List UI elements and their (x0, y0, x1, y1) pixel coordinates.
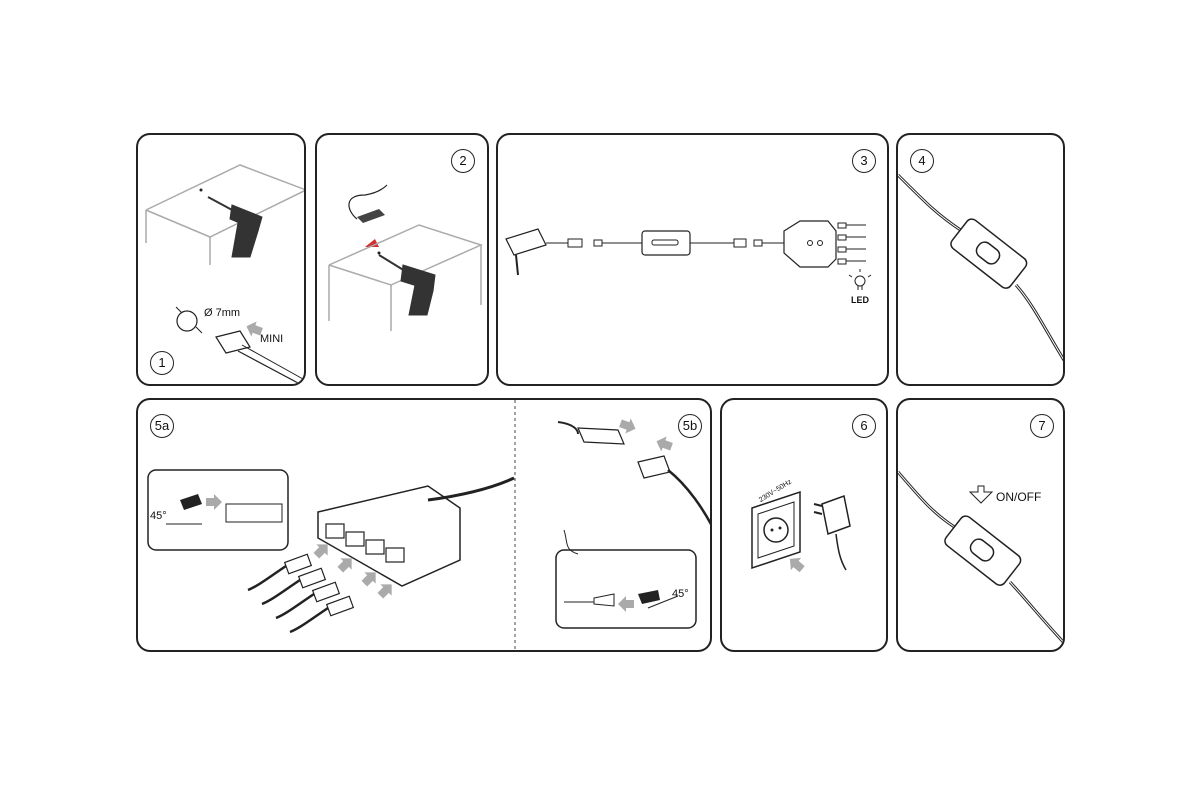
step-number: 5a (150, 414, 174, 438)
distributor-box-icon (317, 485, 461, 587)
mini-connector-icon (215, 330, 304, 384)
inline-switch-illustration (898, 471, 1063, 644)
step-2-panel: 2 (315, 133, 489, 386)
step-number: 3 (852, 149, 876, 173)
led-label: LED (851, 295, 869, 305)
step-number: 5b (678, 414, 702, 438)
cabinet-drilling-illustration (145, 164, 304, 384)
power-adapter-icon (821, 494, 851, 536)
inline-switch-illustration (898, 173, 1063, 362)
wiring-diagram-illustration (505, 220, 872, 290)
step-7-panel: ON/OFF 7 (896, 398, 1065, 652)
angle-label: 45° (672, 588, 689, 600)
power-adapter-icon (505, 228, 568, 276)
hole-diameter-icon (176, 310, 198, 332)
step-4-panel: 4 (896, 133, 1065, 386)
step-number: 6 (852, 414, 876, 438)
plug-connectors-icon (283, 553, 355, 617)
connector-type-label: MINI (260, 333, 284, 345)
diameter-label: Ø 7mm (204, 307, 241, 319)
wall-socket-illustration (751, 490, 851, 573)
angle-label: 45° (150, 510, 167, 522)
step-number: 1 (150, 351, 174, 375)
arrow-icon (246, 321, 263, 337)
step-3-panel: LED 3 (496, 133, 889, 386)
led-bulb-icon (848, 269, 872, 290)
drill-icon (378, 254, 436, 316)
step-5-panel: 45° 45° 5a 5b (136, 398, 712, 652)
connector-plugging-illustration (147, 400, 710, 650)
cable-icon (348, 184, 388, 220)
on-off-label: ON/OFF (996, 490, 1042, 504)
step-number: 4 (910, 149, 934, 173)
angle-detail-inset (147, 469, 289, 551)
angle-detail-inset (555, 549, 697, 629)
drilling-under-shelf-illustration (328, 184, 484, 331)
switch-icon (950, 218, 1028, 289)
down-arrow-icon (968, 485, 994, 504)
cable-connector-icon (577, 427, 625, 445)
step-6-panel: 230V~50Hz 6 (720, 398, 888, 652)
drill-icon (207, 196, 263, 258)
step-1-panel: Ø 7mm MINI 1 (136, 133, 306, 386)
step-number: 2 (451, 149, 475, 173)
step-number: 7 (1030, 414, 1054, 438)
switch-icon (944, 515, 1022, 586)
